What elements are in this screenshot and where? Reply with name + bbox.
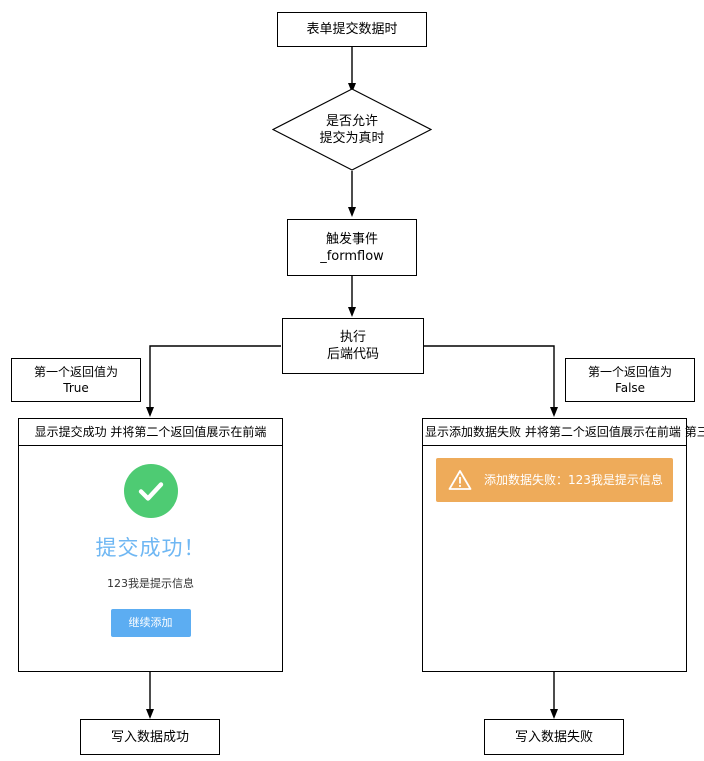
continue-add-button[interactable]: 继续添加 xyxy=(110,609,191,637)
panel-success-header: 显示提交成功 并将第二个返回值展示在前端 xyxy=(19,419,282,446)
check-mark-icon xyxy=(123,464,178,518)
node-decision-line-2: 提交为真时 xyxy=(319,130,385,146)
node-trigger-line-1: 触发事件 xyxy=(325,231,378,247)
panel-fail-header: 显示添加数据失败 并将第二个返回值展示在前端 第三个返回值设置控件数据和提示 xyxy=(423,419,704,446)
panel-fail-header-line-3: 第三个返回值设置控件数据和提示 xyxy=(684,425,704,439)
success-message: 123我是提示信息 xyxy=(107,577,194,590)
node-execute-line-1: 执行 xyxy=(339,330,366,345)
panel-fail-header-line-2: 并将第二个返回值展示在前端 xyxy=(524,425,681,439)
node-end-fail-line-1: 写入数据失败 xyxy=(514,729,593,745)
node-start-line-1: 表单提交数据时 xyxy=(306,22,398,37)
node-decision-line-1: 是否允许 xyxy=(325,113,378,129)
panel-success-header-line-2: 并将第二个返回值展示在前端 xyxy=(110,425,267,439)
note-branch-false-line-2: False xyxy=(614,381,646,395)
error-alert-text: 添加数据失败：123我是提示信息 xyxy=(484,473,663,487)
check-mark-glyph xyxy=(138,482,163,501)
note-branch-true[interactable]: 第一个返回值为 True xyxy=(11,358,141,402)
node-trigger-line-2: _formflow xyxy=(320,248,384,264)
note-branch-true-line-1: 第一个返回值为 xyxy=(33,365,118,379)
panel-success-body: 提交成功！ 123我是提示信息 继续添加 xyxy=(19,446,282,652)
panel-fail-body: 添加数据失败：123我是提示信息 xyxy=(423,446,686,635)
node-decision-label: 是否允许 提交为真时 xyxy=(272,88,432,171)
node-end-success[interactable]: 写入数据成功 xyxy=(80,719,220,755)
note-branch-true-line-2: True xyxy=(63,381,89,395)
panel-success: 显示提交成功 并将第二个返回值展示在前端 提交成功！ 123我是提示信息 继续添… xyxy=(18,418,283,672)
error-alert-bar[interactable]: 添加数据失败：123我是提示信息 xyxy=(436,458,673,502)
note-branch-false-line-1: 第一个返回值为 xyxy=(587,365,672,379)
panel-fail: 显示添加数据失败 并将第二个返回值展示在前端 第三个返回值设置控件数据和提示 添… xyxy=(422,418,704,672)
node-execute-line-2: 后端代码 xyxy=(326,347,379,362)
node-end-fail[interactable]: 写入数据失败 xyxy=(484,719,624,755)
panel-fail-header-line-1: 显示添加数据失败 xyxy=(425,425,522,439)
node-end-success-line-1: 写入数据成功 xyxy=(110,729,189,745)
node-decision[interactable]: 是否允许 提交为真时 xyxy=(272,88,432,171)
node-start[interactable]: 表单提交数据时 xyxy=(277,12,427,47)
warning-triangle-glyph xyxy=(448,470,472,490)
node-execute-backend[interactable]: 执行 后端代码 xyxy=(282,318,424,374)
diamond-shape xyxy=(272,88,432,171)
node-trigger-event[interactable]: 触发事件 _formflow xyxy=(287,219,417,276)
success-title: 提交成功！ xyxy=(95,536,206,560)
note-branch-false[interactable]: 第一个返回值为 False xyxy=(565,358,695,402)
warning-triangle-icon xyxy=(448,468,472,492)
panel-success-header-line-1: 显示提交成功 xyxy=(34,425,107,439)
